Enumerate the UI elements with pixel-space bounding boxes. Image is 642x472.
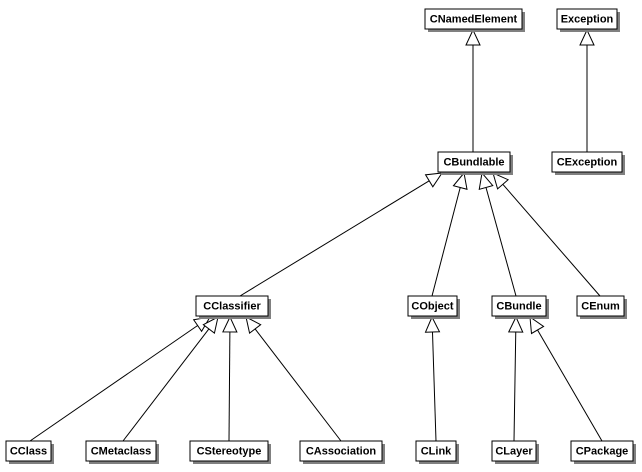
class-name-label: CException — [557, 157, 618, 169]
class-box-cpackage[interactable]: CPackage — [570, 440, 636, 464]
class-name-label: CStereotype — [197, 446, 262, 458]
class-box-border — [551, 151, 623, 173]
class-box-cnamedelement[interactable]: CNamedElement — [424, 8, 525, 32]
class-box-cexception[interactable]: CException — [551, 151, 625, 175]
class-box-cmetaclass[interactable]: CMetaclass — [85, 440, 159, 464]
class-box-cclassifier[interactable]: CClassifier — [195, 295, 271, 319]
class-box-border — [415, 440, 457, 462]
class-box-exception[interactable]: Exception — [556, 8, 620, 32]
class-box-border — [85, 440, 157, 462]
inheritance-arrowhead-icon — [424, 315, 441, 333]
generalization-edge — [529, 315, 603, 442]
edge-line — [122, 328, 210, 442]
edge-line — [513, 331, 517, 442]
generalization-edge — [122, 316, 219, 442]
edge-line — [431, 187, 461, 297]
class-box-border — [576, 295, 625, 317]
class-box-border — [195, 295, 269, 317]
edge-line — [254, 328, 342, 442]
inheritance-arrowhead-icon — [202, 316, 219, 335]
inheritance-arrowhead-icon — [452, 171, 468, 190]
class-box-border — [424, 8, 523, 30]
inheritance-arrowhead-icon — [222, 315, 238, 333]
edge-line — [239, 180, 430, 297]
class-name-label: CLayer — [495, 446, 533, 458]
inheritance-arrowhead-icon — [245, 316, 262, 335]
class-box-border — [299, 440, 383, 462]
class-box-cenum[interactable]: CEnum — [576, 295, 627, 319]
generalization-edge — [245, 316, 342, 442]
generalization-edge — [507, 315, 524, 442]
class-name-label: CPackage — [576, 446, 629, 458]
class-name-label: CClass — [10, 446, 47, 458]
edge-line — [228, 331, 231, 442]
class-box-border — [437, 151, 511, 173]
class-name-label: CClassifier — [203, 301, 261, 313]
class-box-clink[interactable]: CLink — [415, 440, 459, 464]
inheritance-arrowhead-icon — [492, 172, 510, 190]
class-box-cobject[interactable]: CObject — [407, 295, 460, 319]
inheritance-arrowhead-icon — [529, 315, 545, 335]
class-box-border — [491, 440, 537, 462]
class-box-cbundle[interactable]: CBundle — [491, 295, 549, 319]
class-name-label: CAssociation — [306, 446, 377, 458]
inheritance-arrowhead-icon — [579, 28, 595, 46]
generalization-edge — [579, 28, 595, 152]
inheritance-arrowhead-icon — [478, 171, 494, 191]
class-box-border — [5, 440, 52, 462]
class-name-label: CEnum — [581, 301, 620, 313]
edge-line — [485, 187, 517, 297]
class-box-cstereotype[interactable]: CStereotype — [189, 440, 271, 464]
generalization-edge — [222, 315, 238, 442]
inheritance-arrowhead-icon — [424, 172, 444, 188]
class-name-label: CLink — [421, 446, 452, 458]
edge-line — [29, 325, 198, 442]
class-box-cbundlable[interactable]: CBundlable — [437, 151, 513, 175]
generalization-edges — [29, 28, 603, 442]
generalization-edge — [29, 316, 211, 442]
class-name-label: CObject — [411, 301, 454, 313]
class-name-label: CBundle — [496, 301, 541, 313]
class-name-label: CMetaclass — [91, 446, 152, 458]
generalization-edge — [465, 28, 481, 152]
edge-line — [431, 331, 437, 442]
class-box-border — [189, 440, 269, 462]
generalization-edge — [492, 172, 601, 297]
inheritance-arrowhead-icon — [465, 28, 481, 46]
generalization-edge — [424, 315, 441, 442]
class-box-cclass[interactable]: CClass — [5, 440, 54, 464]
class-name-label: CNamedElement — [430, 14, 518, 26]
generalization-edge — [431, 171, 468, 297]
class-box-border — [556, 8, 618, 30]
class-box-clayer[interactable]: CLayer — [491, 440, 539, 464]
generalization-edge — [478, 171, 517, 297]
edge-line — [502, 183, 601, 297]
class-box-border — [407, 295, 458, 317]
edge-line — [537, 329, 603, 442]
inheritance-arrowhead-icon — [507, 315, 524, 333]
generalization-edge — [239, 172, 444, 297]
class-name-label: Exception — [561, 14, 614, 26]
class-name-label: CBundlable — [443, 157, 504, 169]
class-box-cassociation[interactable]: CAssociation — [299, 440, 385, 464]
class-box-border — [570, 440, 634, 462]
class-box-border — [491, 295, 547, 317]
